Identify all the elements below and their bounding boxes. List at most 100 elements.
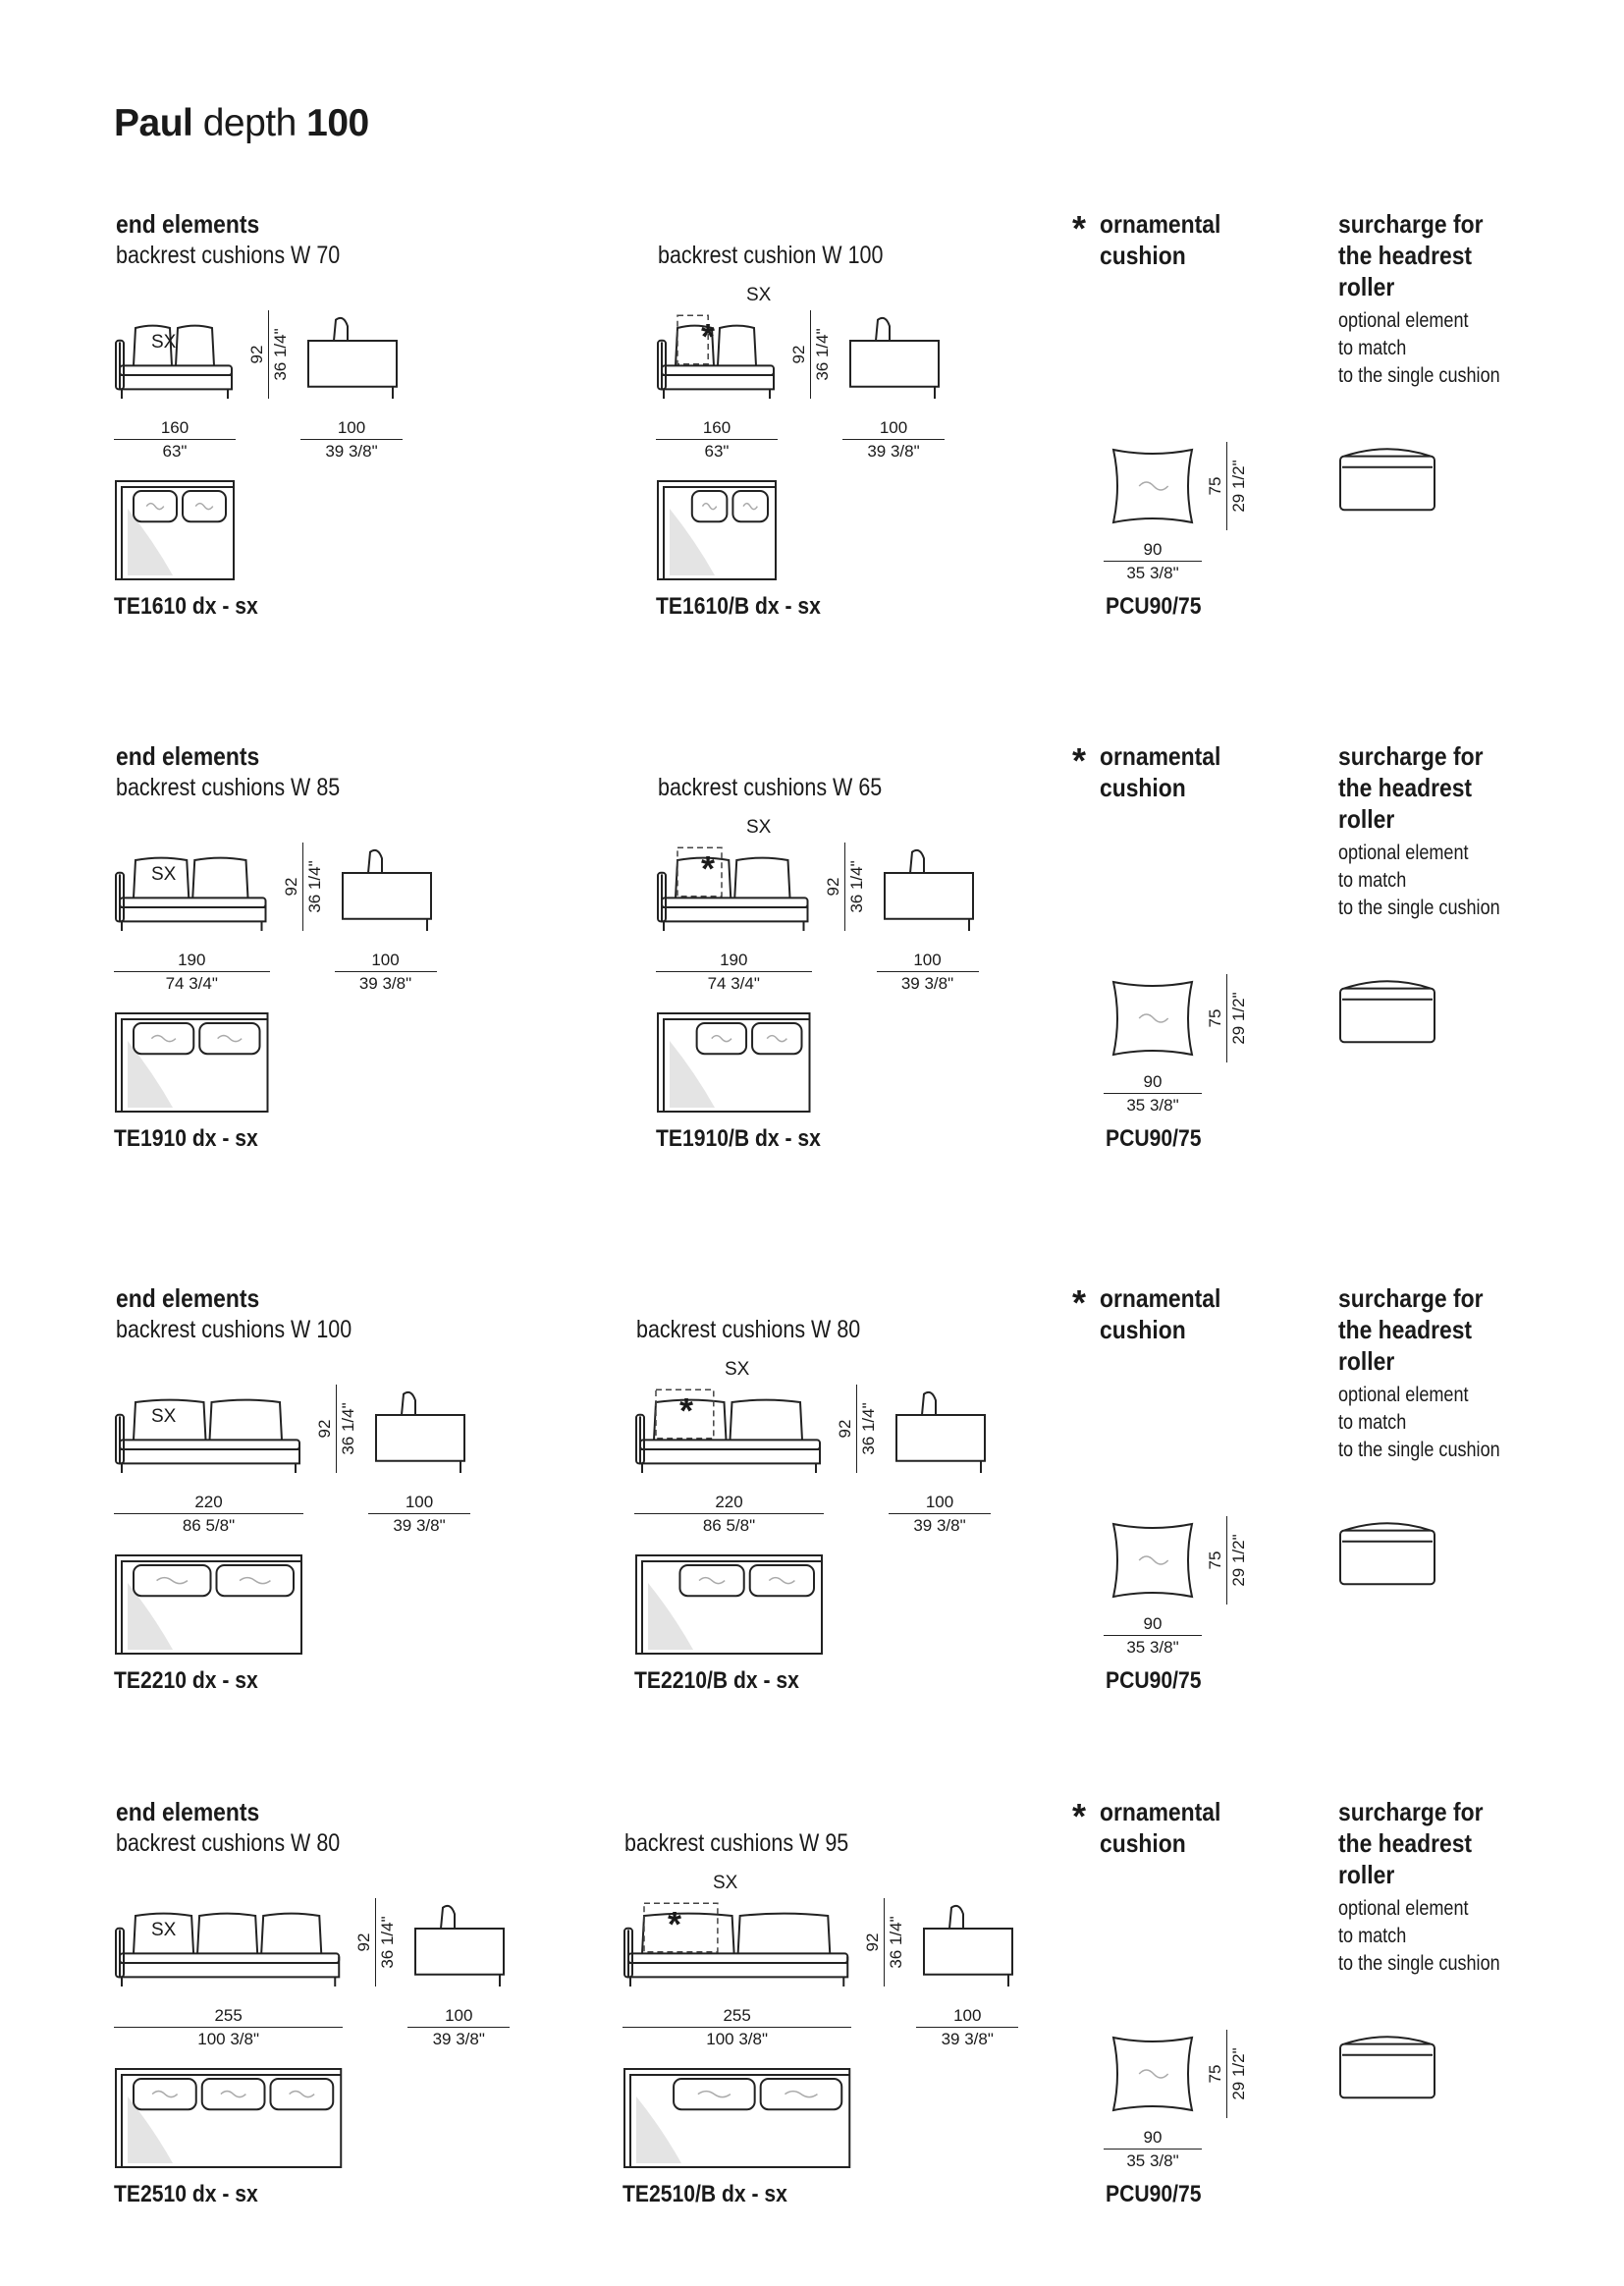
- mid-depth-dim-line: [876, 971, 979, 972]
- sofa-seat: [120, 365, 232, 375]
- mid-width-dim-line: [656, 439, 778, 440]
- back-cushion: [134, 326, 172, 366]
- mid-height-dim-cm: 92: [789, 345, 808, 364]
- top-cushion-crease: [146, 504, 164, 510]
- left-front-view: [116, 852, 268, 931]
- surcharge-heading-3: roller: [1338, 1860, 1395, 1889]
- mid-width-dim-line: [623, 2027, 852, 2028]
- left-width-dim-in: 86 5/8": [182, 1516, 236, 1535]
- surcharge-note-3: to the single cushion: [1338, 1952, 1500, 1975]
- top-cushion-crease: [221, 2092, 246, 2097]
- surcharge-note-2: to match: [1338, 1411, 1407, 1434]
- surcharge-heading-3: roller: [1338, 272, 1395, 301]
- ornamental-asterisk: *: [679, 1390, 694, 1431]
- sofa-seat: [120, 898, 266, 907]
- cushion-width-dim-in: 35 3/8": [1126, 1638, 1179, 1657]
- end-elements-heading: end elements: [116, 741, 260, 771]
- top-cushion-crease: [195, 504, 213, 510]
- surcharge-heading-3: roller: [1338, 804, 1395, 834]
- ornamental-asterisk: *: [701, 316, 716, 356]
- roller-top: [1344, 2037, 1431, 2043]
- mid-top-view: [623, 2067, 851, 2169]
- top-cushion-crease: [240, 1578, 270, 1584]
- mid-height-dim-in: 36 1/4": [887, 1916, 906, 1969]
- pillow-crease: [1139, 1556, 1167, 1564]
- mid-depth-dim-line: [916, 2027, 1019, 2028]
- left-height-dim-cm: 92: [281, 877, 300, 897]
- top-cushion-crease: [699, 1578, 725, 1584]
- left-side-view: [339, 850, 433, 931]
- headrest-roller-drawing: [1338, 444, 1436, 513]
- pillow-outline: [1113, 2038, 1192, 2110]
- sx-label: SX: [151, 864, 177, 885]
- headrest-roller-drawing: [1338, 976, 1436, 1045]
- back-cushion: [676, 858, 731, 898]
- cushion-width-dim-in: 35 3/8": [1126, 2151, 1179, 2170]
- back-cushion: [261, 1914, 321, 1954]
- surcharge-heading-1: surcharge for: [1338, 741, 1484, 771]
- side-cushion: [910, 850, 924, 873]
- left-side-view: [411, 1906, 506, 1987]
- ornamental-heading-1: ornamental: [1100, 209, 1221, 239]
- back-cushion: [734, 858, 789, 898]
- left-top-view: [114, 1011, 270, 1114]
- mid-side-view: [846, 318, 941, 399]
- side-cushion: [876, 318, 890, 341]
- pillow-crease: [1139, 482, 1167, 490]
- left-height-dim-cm: 92: [354, 1932, 374, 1952]
- side-body: [885, 873, 973, 919]
- top-cushion-crease: [769, 1578, 794, 1584]
- end-elements-heading: end elements: [116, 209, 260, 239]
- left-front-view: [116, 320, 234, 399]
- left-depth-dim-cm: 100: [445, 2006, 473, 2025]
- sofa-seat: [662, 365, 774, 375]
- left-top-view: [114, 1553, 303, 1656]
- surcharge-heading-1: surcharge for: [1338, 1283, 1484, 1313]
- mid-subtitle: backrest cushions W 95: [624, 1829, 849, 1857]
- left-front-view: [116, 1908, 341, 1987]
- ornamental-heading-1: ornamental: [1100, 741, 1221, 771]
- top-cushion-crease: [785, 2092, 817, 2097]
- pillow-outline: [1113, 450, 1192, 522]
- left-depth-dim-in: 39 3/8": [358, 974, 412, 993]
- mid-height-dim-cm: 92: [836, 1419, 854, 1439]
- surcharge-note-1: optional element: [1338, 1384, 1469, 1406]
- ornamental-cushion-drawing: [1108, 978, 1198, 1059]
- mid-top-view: [634, 1553, 824, 1656]
- ornamental-heading-2: cushion: [1100, 773, 1186, 802]
- roller-body: [1340, 457, 1435, 511]
- left-product-code: TE1910 dx - sx: [114, 1125, 258, 1152]
- back-cushion: [718, 326, 756, 366]
- sofa-seat: [628, 1953, 847, 1963]
- surcharge-note-2: to match: [1338, 869, 1407, 892]
- left-subtitle: backrest cushions W 100: [116, 1316, 352, 1343]
- top-shadow: [128, 1041, 173, 1108]
- ornamental-cushion-drawing: [1108, 1520, 1198, 1601]
- mid-width-dim-cm: 160: [702, 418, 731, 437]
- sx-label: SX: [151, 1920, 177, 1940]
- cushion-height-dim-cm: 75: [1206, 2064, 1224, 2084]
- mid-side-view: [881, 850, 975, 931]
- top-cushion-crease: [743, 504, 757, 510]
- mid-product-code: TE2510/B dx - sx: [623, 2181, 787, 2207]
- back-cushion: [134, 1914, 193, 1954]
- surcharge-heading-3: roller: [1338, 1346, 1395, 1376]
- cushion-width-dim-line: [1104, 2149, 1202, 2150]
- cushion-width-dim-in: 35 3/8": [1126, 564, 1179, 582]
- mid-front-view: [658, 852, 810, 931]
- cushion-height-dim-line: [1226, 442, 1227, 530]
- left-height-dim-cm: 92: [315, 1419, 334, 1439]
- surcharge-heading-2: the headrest: [1338, 1828, 1473, 1858]
- ornamental-cushion-outline: [644, 1903, 718, 1952]
- mid-top-view: [656, 1011, 812, 1114]
- pillow-outline: [1113, 1524, 1192, 1597]
- roller-top: [1344, 449, 1431, 456]
